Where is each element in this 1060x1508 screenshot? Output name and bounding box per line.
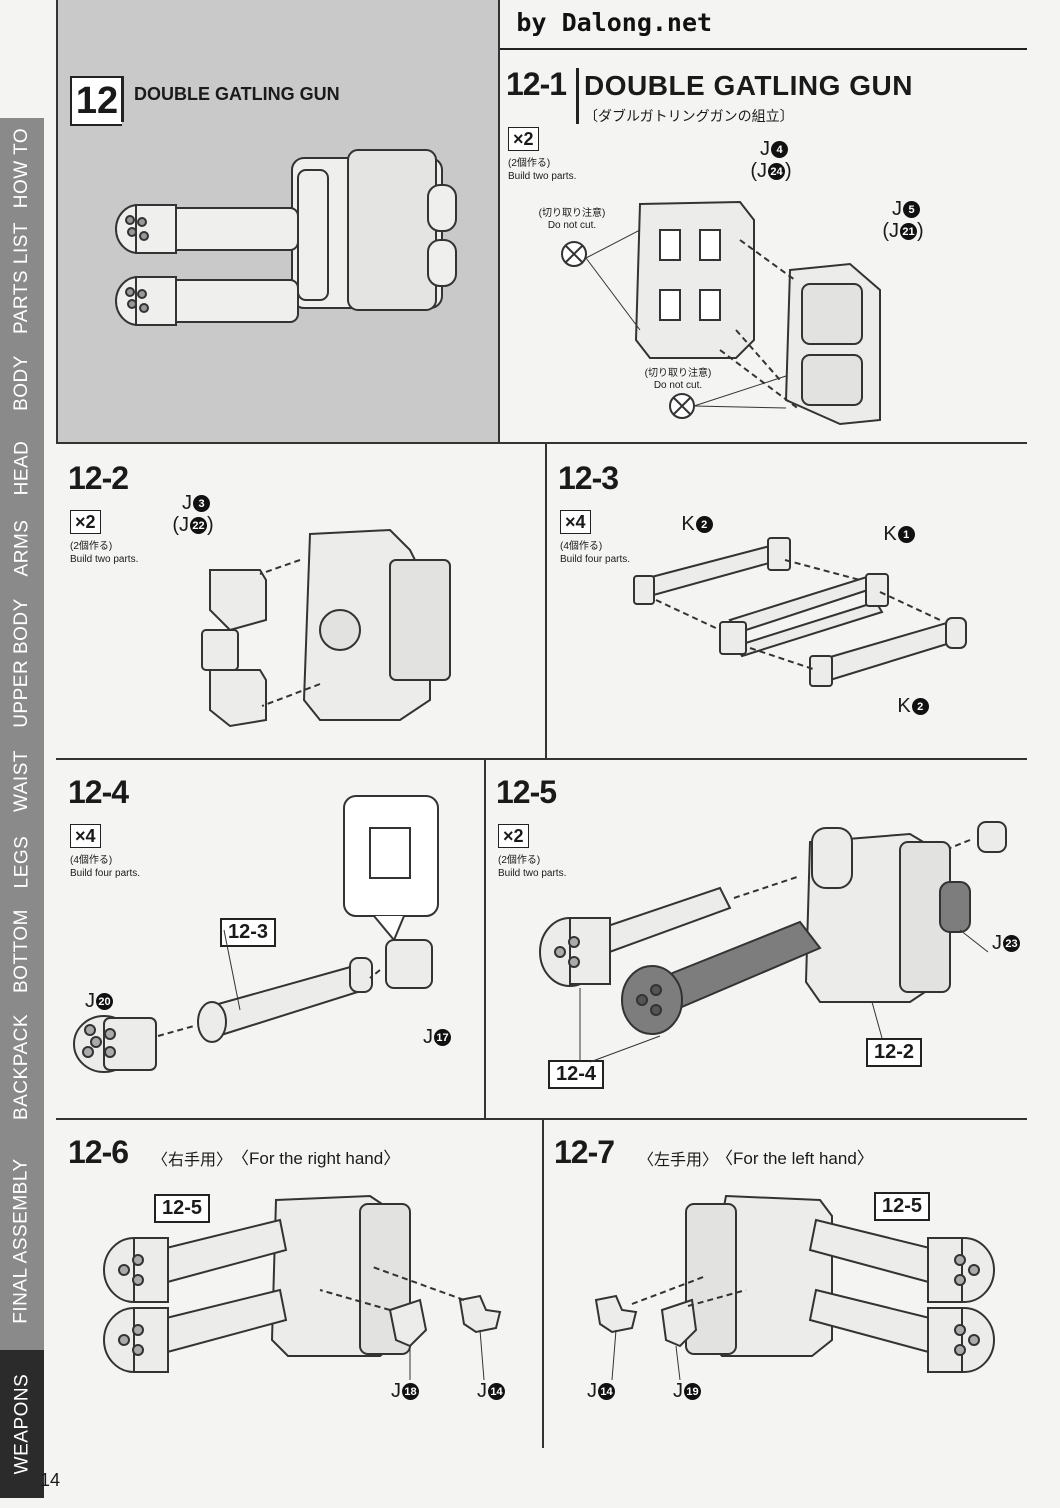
- tab-parts-list[interactable]: PARTS LIST: [0, 218, 44, 340]
- step-12-2-multiplier: ×2: [70, 510, 101, 534]
- step-12-5-mult-en: Build two parts.: [498, 868, 567, 879]
- step-12-5-illustration: [539, 821, 1007, 1063]
- step-12-6-en: 〈For the right hand〉: [232, 1149, 401, 1168]
- step-12-3-multiplier: ×4: [560, 510, 591, 534]
- grid-line: [542, 1118, 544, 1448]
- step-12-3-mult-jp: (4個作る): [560, 541, 603, 552]
- grid-line: [56, 758, 1027, 760]
- step-12-5-multiplier: ×2: [498, 824, 529, 848]
- step-12-2-illustration: [201, 528, 451, 728]
- tab-head[interactable]: HEAD: [0, 428, 44, 510]
- step-12-7-en: 〈For the left hand〉: [716, 1149, 874, 1168]
- step-12-4-illustration: [73, 795, 439, 1073]
- step-12-3-mult-en: Build four parts.: [560, 554, 631, 565]
- ref-box-12-5-right: 12-5: [154, 1194, 211, 1223]
- tab-how-to[interactable]: HOW TO: [0, 118, 44, 220]
- step-12-3-illustration: [633, 537, 967, 687]
- tab-body[interactable]: BODY: [0, 338, 44, 430]
- tab-waist[interactable]: WAIST: [0, 738, 44, 826]
- step-12-1-mult-en: Build two parts.: [508, 171, 577, 182]
- step-12-1-number: 12-1: [506, 66, 567, 102]
- step-12-4-mult-jp: (4個作る): [70, 855, 113, 866]
- step-12-2-mult-en: Build two parts.: [70, 554, 139, 565]
- tab-arms[interactable]: ARMS: [0, 508, 44, 590]
- grid-line: [545, 442, 547, 758]
- step-12-5-number: 12-5: [496, 774, 557, 810]
- step-12-1-divider: [576, 68, 579, 124]
- tab-upper-body[interactable]: UPPER BODY: [0, 588, 44, 740]
- tab-backpack[interactable]: BACKPACK: [0, 1002, 44, 1134]
- section-sidebar: HOW TO PARTS LIST BODY HEAD ARMS UPPER B…: [0, 118, 44, 1500]
- hero-divider: [121, 76, 124, 122]
- grid-line: [496, 442, 1027, 444]
- hero-step-number: 12: [70, 76, 122, 126]
- ref-box-12-4: 12-4: [548, 1060, 605, 1089]
- step-12-2-number: 12-2: [68, 460, 129, 496]
- step-12-7-jp: 〈左手用〉: [638, 1152, 719, 1169]
- step-12-1-title: DOUBLE GATLING GUN: [584, 70, 913, 101]
- step-12-1-multiplier: ×2: [508, 127, 539, 151]
- hero-gatling-illustration: [115, 149, 457, 326]
- tab-legs[interactable]: LEGS: [0, 824, 44, 902]
- top-rule: [500, 48, 1027, 50]
- ref-box-12-5-left: 12-5: [874, 1192, 931, 1221]
- step-12-1-mult-jp: (2個作る): [508, 158, 551, 169]
- grid-line: [484, 758, 486, 1118]
- step-12-6-jp: 〈右手用〉: [152, 1152, 233, 1169]
- step-12-4-number: 12-4: [68, 774, 129, 810]
- tab-weapons[interactable]: WEAPONS: [0, 1350, 44, 1500]
- step-12-6-number: 12-6: [68, 1134, 129, 1170]
- ref-box-12-2: 12-2: [866, 1038, 923, 1067]
- step-12-7-number: 12-7: [554, 1134, 615, 1170]
- step-12-3-number: 12-3: [558, 460, 619, 496]
- tab-final-assembly[interactable]: FINAL ASSEMBLY: [0, 1132, 44, 1352]
- step-12-1-illustration: [561, 200, 881, 426]
- caution-label-2: (切り取り注意)Do not cut.: [644, 368, 712, 391]
- step-12-4-multiplier: ×4: [70, 824, 101, 848]
- step-12-1-jp-title: 〔ダブルガトリングガンの組立〕: [584, 108, 794, 124]
- caution-label-1: (切り取り注意)Do not cut.: [538, 208, 606, 231]
- grid-line: [56, 1118, 1027, 1120]
- step-12-4-mult-en: Build four parts.: [70, 868, 141, 879]
- step-12-6-illustration: [103, 1194, 502, 1381]
- page-number: 14: [40, 1470, 61, 1490]
- step-12-5-mult-jp: (2個作る): [498, 855, 541, 866]
- tab-bottom[interactable]: BOTTOM: [0, 900, 44, 1004]
- step-12-2-mult-jp: (2個作る): [70, 541, 113, 552]
- hero-title: DOUBLE GATLING GUN: [134, 84, 340, 104]
- ref-box-12-3: 12-3: [220, 918, 277, 947]
- step-12-7-illustration: [594, 1194, 995, 1381]
- hero-panel: 12 DOUBLE GATLING GUN: [56, 0, 500, 444]
